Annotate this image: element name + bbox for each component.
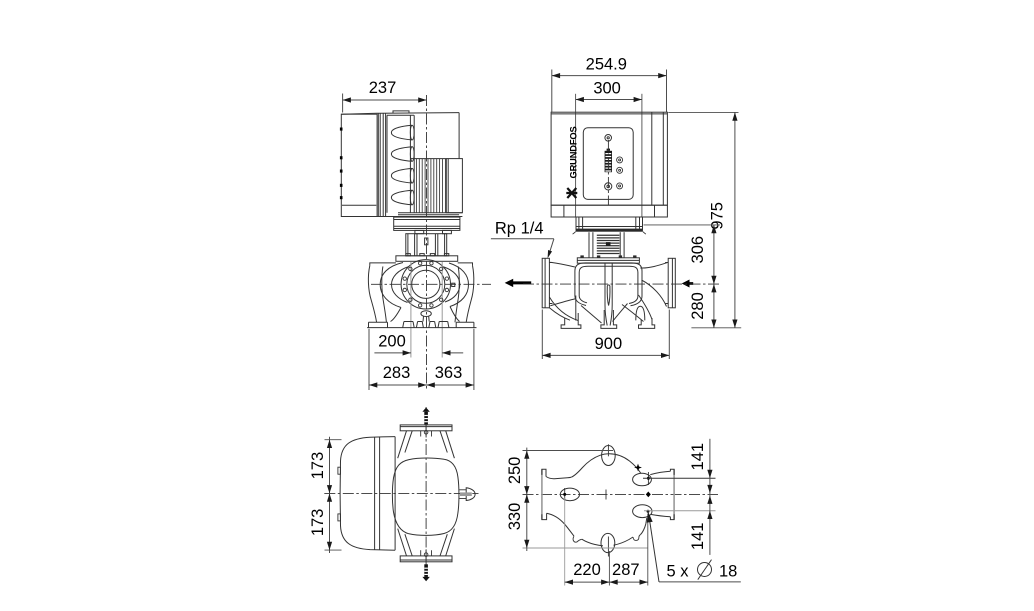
svg-text:173: 173 (309, 509, 327, 537)
svg-text:220: 220 (573, 561, 601, 579)
svg-text:173: 173 (309, 452, 327, 480)
svg-text:300: 300 (593, 79, 621, 97)
svg-text:363: 363 (435, 364, 463, 382)
svg-text:975: 975 (708, 202, 726, 230)
svg-text:18: 18 (719, 563, 737, 581)
svg-text:900: 900 (595, 335, 623, 353)
svg-text:GRUNDFOS: GRUNDFOS (569, 127, 579, 179)
svg-text:141: 141 (689, 443, 707, 471)
svg-text:330: 330 (506, 503, 524, 531)
svg-text:237: 237 (369, 79, 397, 97)
svg-text:254.9: 254.9 (586, 55, 627, 73)
svg-text:250: 250 (506, 457, 524, 485)
svg-text:280: 280 (689, 292, 707, 320)
svg-text:306: 306 (689, 236, 707, 264)
svg-text:287: 287 (612, 561, 640, 579)
svg-text:Rp 1/4: Rp 1/4 (495, 219, 544, 237)
svg-text:5 x: 5 x (667, 563, 690, 581)
svg-text:283: 283 (383, 364, 411, 382)
svg-text:200: 200 (378, 333, 406, 351)
svg-text:141: 141 (689, 523, 707, 551)
